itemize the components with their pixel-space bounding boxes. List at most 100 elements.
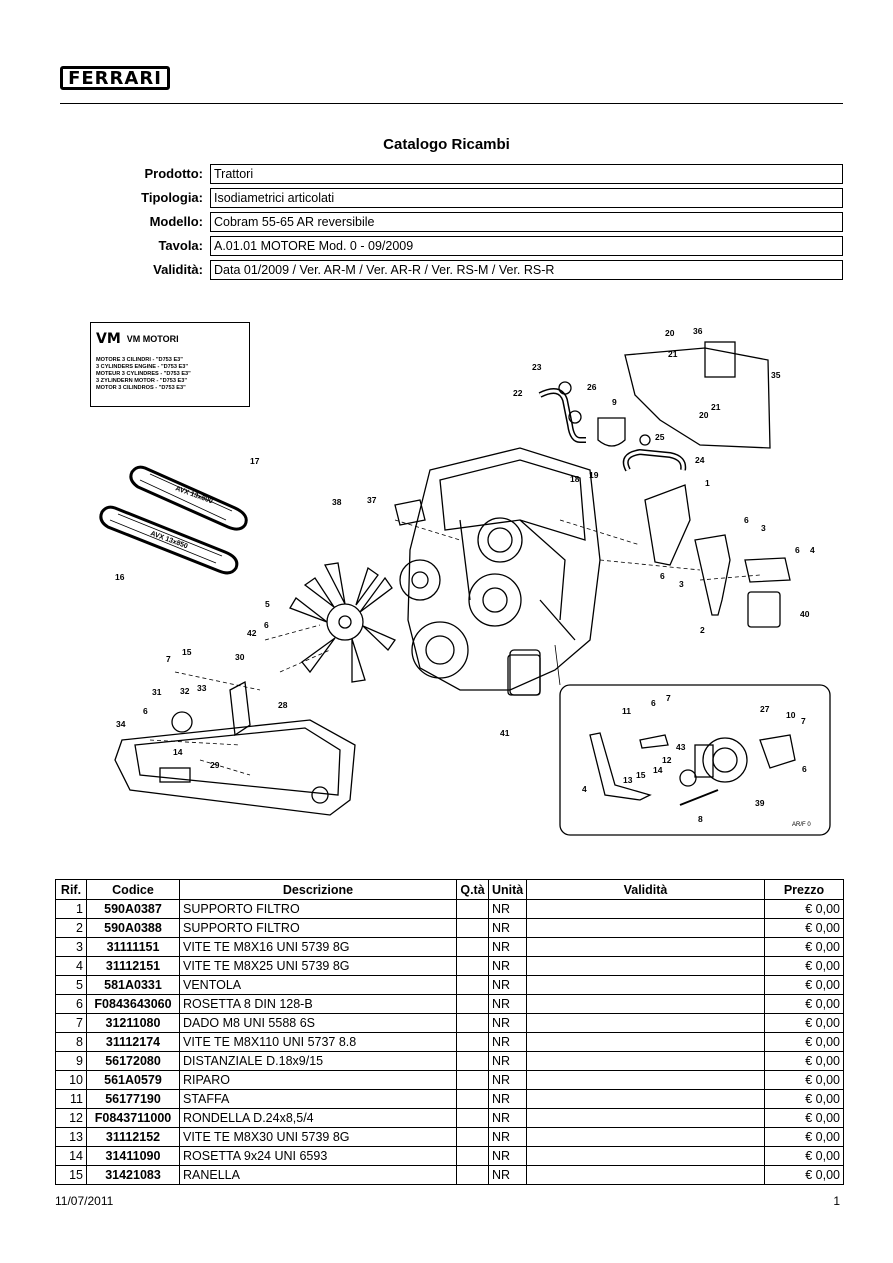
- svg-text:3: 3: [761, 523, 766, 533]
- quantity: [456, 1032, 489, 1052]
- column-header: Q.tà: [456, 879, 489, 900]
- expansion-tank-icon: [597, 417, 626, 447]
- engine-line: 3 CYLINDERS ENGINE - "D753 E3": [96, 364, 189, 370]
- svg-text:14: 14: [653, 765, 663, 775]
- part-code: 31411090: [86, 1146, 180, 1166]
- price: € 0,00: [764, 975, 844, 995]
- svg-text:38: 38: [332, 497, 342, 507]
- validity: [526, 1032, 765, 1052]
- quantity: [456, 918, 489, 938]
- svg-text:42: 42: [247, 628, 257, 638]
- part-code: 31111151: [86, 937, 180, 957]
- price: € 0,00: [764, 1127, 844, 1147]
- meta-row-tipologia: Tipologia: Isodiametrici articolati: [60, 188, 843, 208]
- unit: NR: [488, 1165, 527, 1185]
- validity: [526, 1165, 765, 1185]
- page-number: 1: [833, 1194, 840, 1208]
- unit: NR: [488, 918, 527, 938]
- column-header: Descrizione: [179, 879, 457, 900]
- svg-text:39: 39: [755, 798, 765, 808]
- svg-text:40: 40: [800, 609, 810, 619]
- row-ref: 14: [55, 1146, 87, 1166]
- footer-date: 11/07/2011: [55, 1194, 114, 1208]
- svg-text:41: 41: [500, 728, 510, 738]
- quantity: [456, 956, 489, 976]
- svg-text:9: 9: [612, 397, 617, 407]
- meta-value: A.01.01 MOTORE Mod. 0 - 09/2009: [210, 236, 843, 256]
- part-code: 31112151: [86, 956, 180, 976]
- part-code: 31112174: [86, 1032, 180, 1052]
- quantity: [456, 1013, 489, 1033]
- engine-line: MOTOR 3 CILINDROS - "D753 E3": [96, 385, 186, 391]
- svg-text:32: 32: [180, 686, 190, 696]
- unit: NR: [488, 1127, 527, 1147]
- quantity: [456, 1051, 489, 1071]
- vm-logo-icon: VM: [96, 331, 121, 347]
- meta-row-prodotto: Prodotto: Trattori: [60, 164, 843, 184]
- svg-text:17: 17: [250, 456, 260, 466]
- meta-label: Tavola:: [158, 238, 203, 253]
- svg-text:19: 19: [589, 470, 599, 480]
- svg-text:3: 3: [679, 579, 684, 589]
- validity: [526, 1013, 765, 1033]
- row-ref: 1: [55, 899, 87, 919]
- alternator-inset-frame: [559, 684, 831, 836]
- svg-text:7: 7: [166, 654, 171, 664]
- svg-text:5: 5: [265, 599, 270, 609]
- table-header-row: Rif. Codice Descrizione Q.tà Unità Valid…: [55, 879, 844, 900]
- svg-text:20: 20: [665, 328, 675, 338]
- quantity: [456, 1070, 489, 1090]
- svg-text:34: 34: [116, 719, 126, 729]
- price: € 0,00: [764, 1032, 844, 1052]
- svg-text:33: 33: [197, 683, 207, 693]
- part-code: 31211080: [86, 1013, 180, 1033]
- unit: NR: [488, 1108, 527, 1128]
- svg-text:18: 18: [570, 474, 580, 484]
- svg-text:21: 21: [711, 402, 721, 412]
- part-code: F0843711000: [86, 1108, 180, 1128]
- meta-value: Trattori: [210, 164, 843, 184]
- validity: [526, 975, 765, 995]
- vm-brand: VM VM MOTORI: [96, 331, 244, 347]
- price: € 0,00: [764, 1108, 844, 1128]
- meta-value: Cobram 55-65 AR reversibile: [210, 212, 843, 232]
- svg-text:6: 6: [795, 545, 800, 555]
- row-ref: 9: [55, 1051, 87, 1071]
- part-description: SUPPORTO FILTRO: [179, 899, 457, 919]
- belt-17-icon: [129, 465, 248, 531]
- price: € 0,00: [764, 1070, 844, 1090]
- bracket-4-icon: [589, 732, 652, 801]
- unit: NR: [488, 1089, 527, 1109]
- unit: NR: [488, 899, 527, 919]
- row-ref: 2: [55, 918, 87, 938]
- validity: [526, 1108, 765, 1128]
- svg-text:6: 6: [264, 620, 269, 630]
- svg-text:6: 6: [744, 515, 749, 525]
- part-code: F0843643060: [86, 994, 180, 1014]
- pulley-icon: [171, 711, 193, 733]
- svg-text:6: 6: [651, 698, 656, 708]
- quantity: [456, 1089, 489, 1109]
- bracket-28-icon: [229, 680, 251, 737]
- price: € 0,00: [764, 994, 844, 1014]
- unit: NR: [488, 1013, 527, 1033]
- column-header: Unità: [488, 879, 527, 900]
- row-ref: 8: [55, 1032, 87, 1052]
- meta-row-tavola: Tavola: A.01.01 MOTORE Mod. 0 - 09/2009: [60, 236, 843, 256]
- parts-table: Rif. Codice Descrizione Q.tà Unità Valid…: [55, 879, 844, 1185]
- ferrari-logo: FERRARI: [60, 66, 170, 90]
- unit: NR: [488, 956, 527, 976]
- svg-text:14: 14: [173, 747, 183, 757]
- validity: [526, 1127, 765, 1147]
- meta-value: Isodiametrici articolati: [210, 188, 843, 208]
- svg-text:12: 12: [662, 755, 672, 765]
- meta-row-modello: Modello: Cobram 55-65 AR reversibile: [60, 212, 843, 232]
- exploded-engine-diagram: 17 16 38 37 5 6 42 7 15 30 31 32 33 6 34…: [99, 326, 831, 836]
- part-code: 590A0387: [86, 899, 180, 919]
- engine-block-icon: [394, 447, 601, 696]
